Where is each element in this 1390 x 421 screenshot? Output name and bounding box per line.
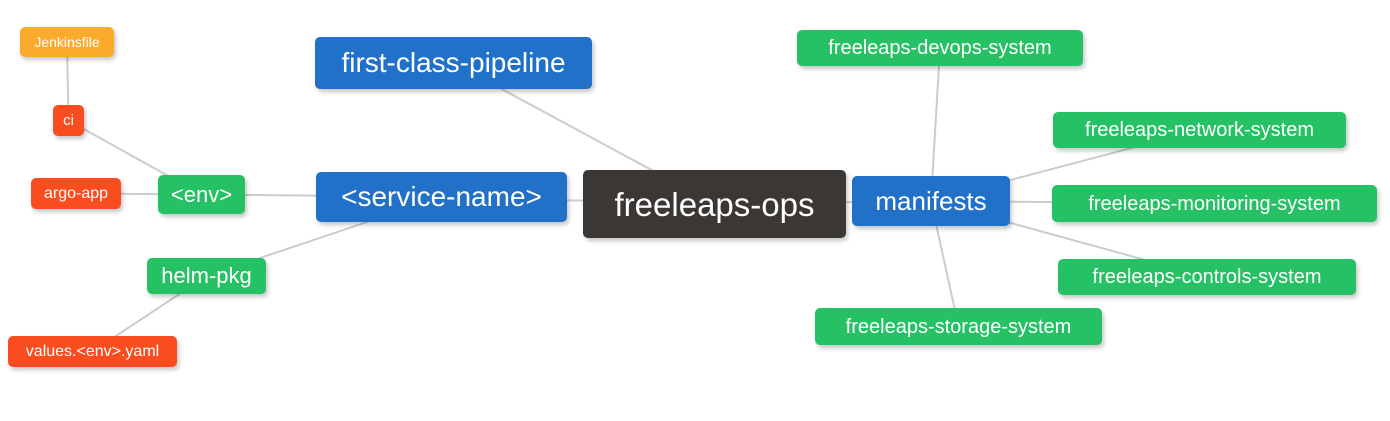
node-manifests[interactable]: manifests bbox=[852, 176, 1010, 226]
node-argo-app[interactable]: argo-app bbox=[31, 178, 121, 209]
node-jenkinsfile[interactable]: Jenkinsfile bbox=[20, 27, 114, 57]
node-freeleaps-monitoring-system[interactable]: freeleaps-monitoring-system bbox=[1052, 185, 1377, 222]
node-freeleaps-ops[interactable]: freeleaps-ops bbox=[583, 170, 846, 238]
node-freeleaps-network-system[interactable]: freeleaps-network-system bbox=[1053, 112, 1346, 148]
node-freeleaps-devops-system[interactable]: freeleaps-devops-system bbox=[797, 30, 1083, 66]
node-freeleaps-storage-system[interactable]: freeleaps-storage-system bbox=[815, 308, 1102, 345]
node-service-name[interactable]: <service-name> bbox=[316, 172, 567, 222]
node-ci[interactable]: ci bbox=[53, 105, 84, 136]
node-values-env-yaml[interactable]: values.<env>.yaml bbox=[8, 336, 177, 367]
node-env[interactable]: <env> bbox=[158, 175, 245, 214]
node-helm-pkg[interactable]: helm-pkg bbox=[147, 258, 266, 294]
node-freeleaps-controls-system[interactable]: freeleaps-controls-system bbox=[1058, 259, 1356, 295]
node-first-class-pipeline[interactable]: first-class-pipeline bbox=[315, 37, 592, 89]
edge-manifests--freeleaps-devops-system bbox=[930, 47, 941, 202]
